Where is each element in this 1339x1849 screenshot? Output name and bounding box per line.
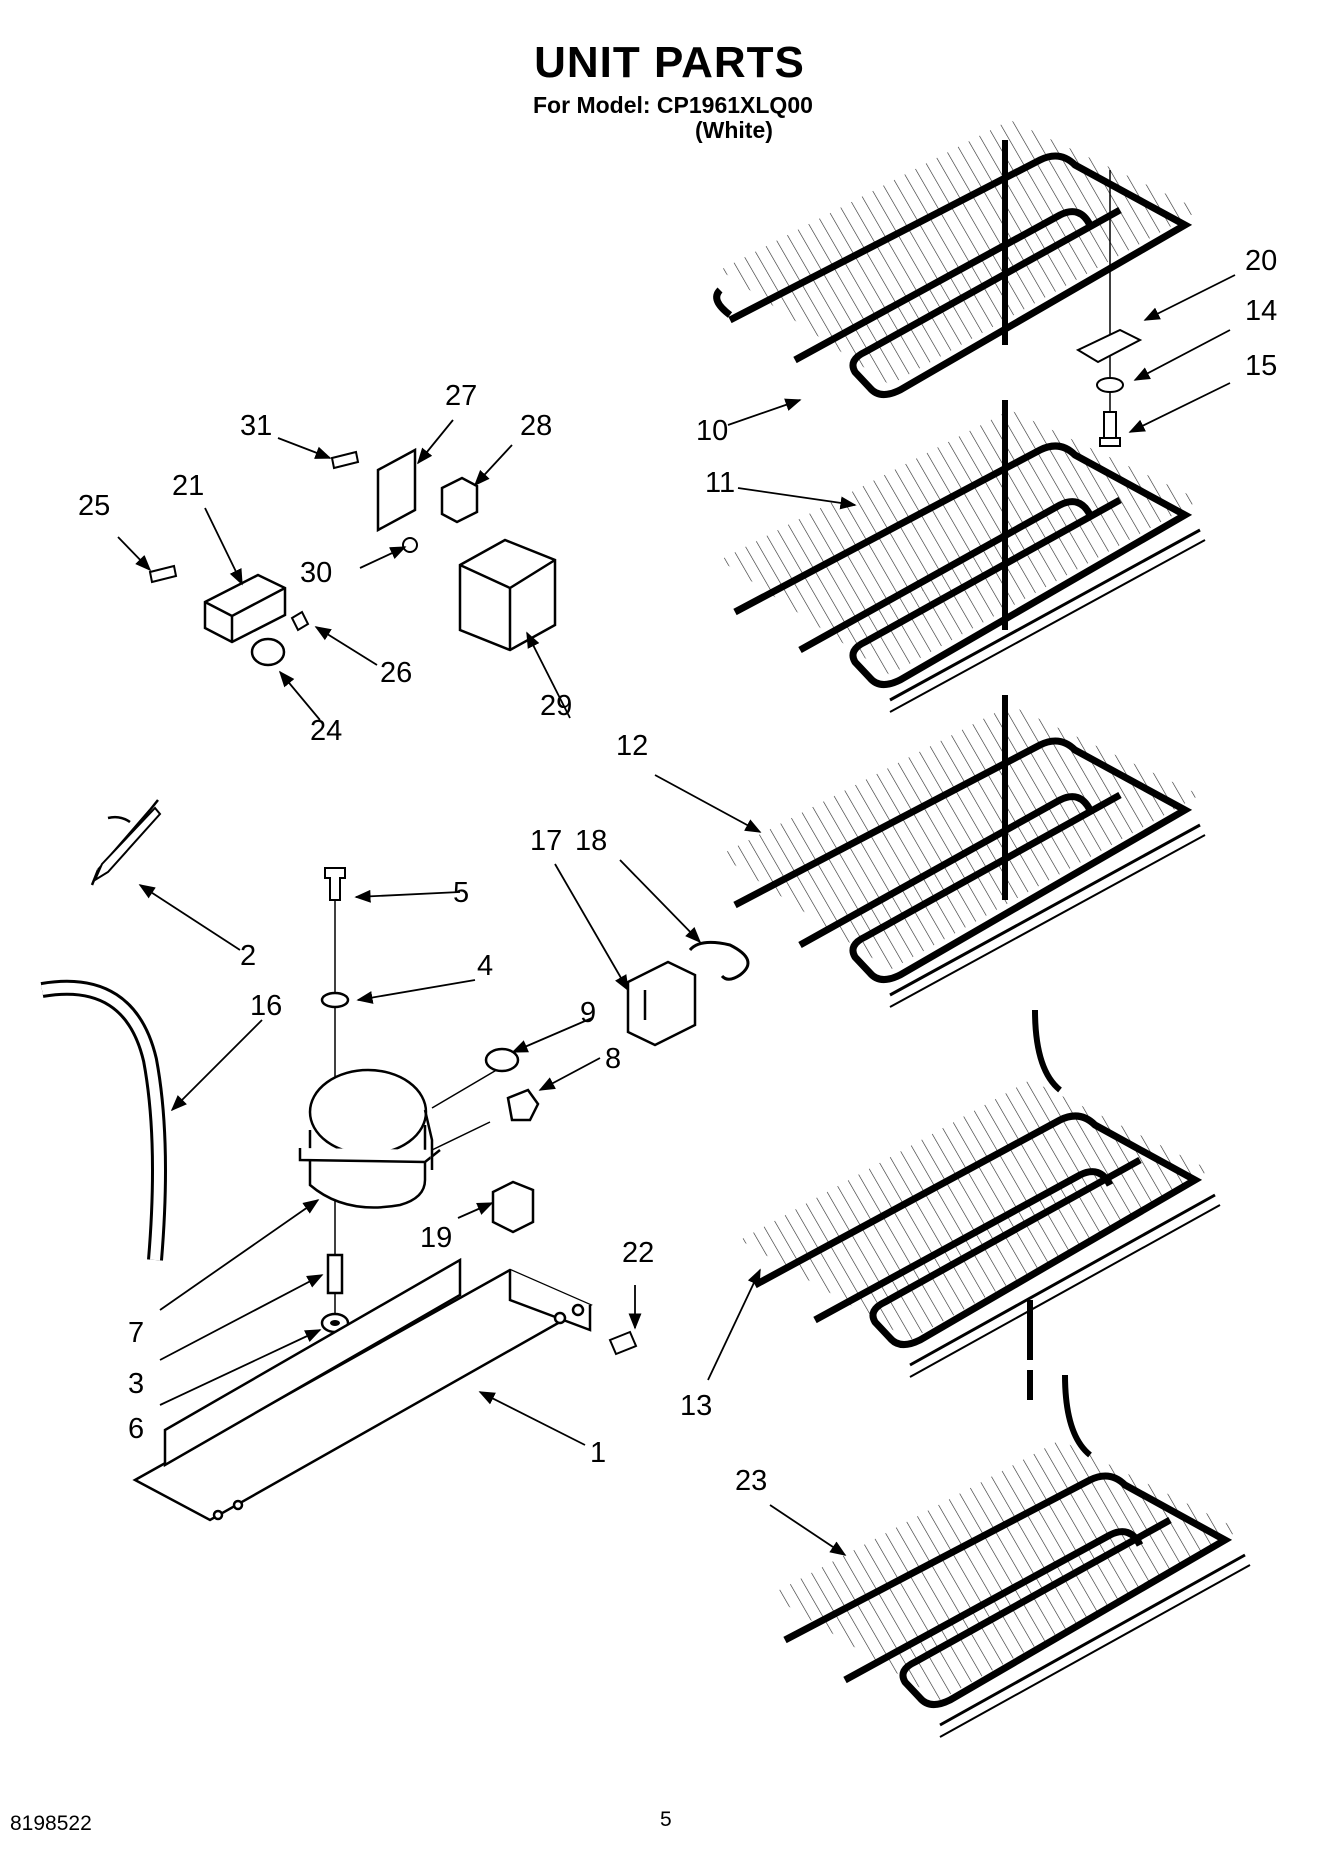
part-7-compressor [298, 1068, 441, 1209]
part-31-screw [330, 450, 360, 470]
part-5-screw [324, 867, 346, 901]
part-25-screw [148, 564, 178, 584]
part-2-capillary [92, 806, 162, 883]
document-number: 8198522 [10, 1812, 92, 1835]
callout-22: 22 [622, 1237, 654, 1269]
callout-14: 14 [1245, 295, 1277, 327]
condenser-coil-23 [770, 1374, 1251, 1738]
callout-19: 19 [420, 1222, 452, 1254]
callout-5: 5 [453, 877, 469, 909]
callout-30: 30 [300, 557, 332, 589]
condenser-coil-12 [720, 695, 1206, 1008]
callout-26: 26 [380, 657, 412, 689]
callout-13: 13 [680, 1390, 712, 1422]
part-9-overload [484, 1047, 520, 1073]
part-1-base-plate [132, 1257, 593, 1522]
part-30-clip [402, 537, 418, 553]
callout-24: 24 [310, 715, 342, 747]
model-label: For Model: CP1961XLQ00 [533, 92, 813, 118]
part-17-bracket [626, 960, 697, 1047]
condenser-coil-13 [740, 1009, 1221, 1400]
callout-16: 16 [250, 990, 282, 1022]
part-4-washer [320, 991, 350, 1009]
condenser-coil-10 [713, 120, 1200, 398]
part-26-clip [290, 610, 310, 632]
callout-21: 21 [172, 470, 204, 502]
callout-27: 27 [445, 380, 477, 412]
callout-18: 18 [575, 825, 607, 857]
callout-25: 25 [78, 490, 110, 522]
leader-arrows [117, 274, 1236, 1556]
condenser-coil-11 [720, 400, 1206, 713]
callout-7: 7 [128, 1317, 144, 1349]
callout-4: 4 [477, 950, 493, 982]
callout-12: 12 [616, 730, 648, 762]
part-29-box [458, 538, 557, 652]
part-21-housing [203, 573, 287, 644]
callout-10: 10 [696, 415, 728, 447]
callout-23: 23 [735, 1465, 767, 1497]
part-22-screw [608, 1330, 638, 1356]
part-14-washer [1096, 377, 1124, 393]
callout-1: 1 [590, 1437, 606, 1469]
callout-15: 15 [1245, 350, 1277, 382]
callout-29: 29 [540, 690, 572, 722]
callout-28: 28 [520, 410, 552, 442]
callout-8: 8 [605, 1043, 621, 1075]
part-20-bracket [1075, 328, 1143, 364]
callout-11: 11 [705, 467, 735, 499]
part-24-knob [250, 637, 286, 667]
page-title: UNIT PARTS [534, 38, 805, 87]
part-18-clip [688, 940, 750, 981]
callout-6: 6 [128, 1413, 144, 1445]
part-15-screw [1099, 411, 1121, 447]
page-number: 5 [660, 1808, 672, 1831]
callout-3: 3 [128, 1368, 144, 1400]
part-8-relay [506, 1088, 540, 1122]
part-28-cube [440, 476, 479, 524]
callout-20: 20 [1245, 245, 1277, 277]
callout-9: 9 [580, 997, 596, 1029]
callout-31: 31 [240, 410, 272, 442]
part-27-cover [376, 447, 417, 533]
callout-17: 17 [530, 825, 562, 857]
part-19-capacitor [491, 1180, 535, 1234]
callout-2: 2 [240, 940, 256, 972]
callout-labels: 10 11 12 13 23 20 14 15 31 27 28 30 29 2… [78, 245, 1277, 1497]
part-3-spacer [326, 1253, 344, 1295]
variant-label: (White) [695, 117, 773, 143]
